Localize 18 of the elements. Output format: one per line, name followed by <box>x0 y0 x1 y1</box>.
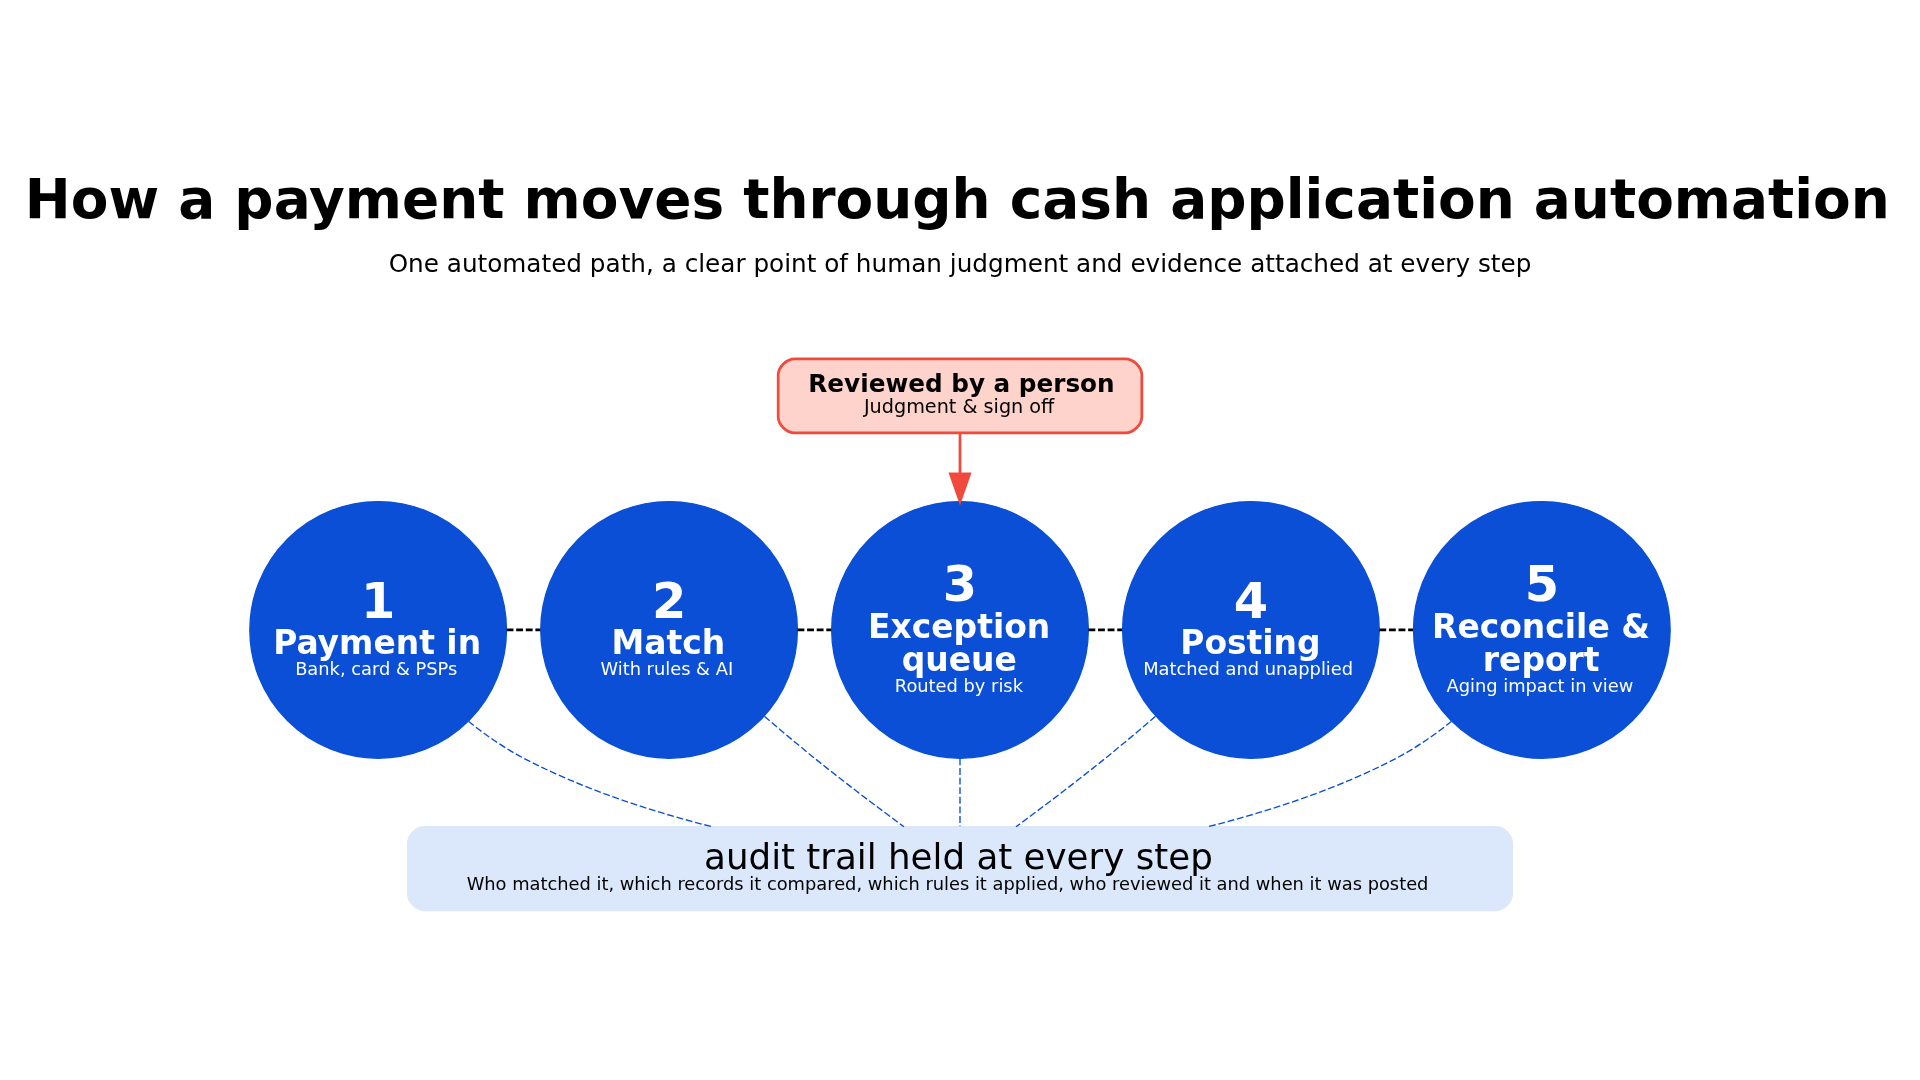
connector <box>1015 715 1157 828</box>
node-circle: 4 Posting Matched and unapplied <box>1121 500 1380 759</box>
diagram-title: How a payment moves through cash application automation <box>24 166 1890 231</box>
connector <box>797 628 832 632</box>
label: One automated path, a clear point of human judgment and evidence attached at every step <box>388 248 1532 278</box>
node-circle: 5 Reconcile & report Aging impact in view <box>1412 500 1671 759</box>
arrow <box>948 433 972 506</box>
node-circle: 2 Match With rules & AI <box>540 500 799 759</box>
connector <box>763 715 905 828</box>
connector <box>506 628 541 632</box>
node-circle: 3 Exception queue Routed by risk <box>831 500 1089 759</box>
connector <box>1088 628 1123 632</box>
connector <box>1379 628 1413 632</box>
node-circle: 1 Payment in Bank, card & PSPs <box>249 500 508 759</box>
connector <box>1207 720 1453 828</box>
node-box: Reviewed by a person Judgment & sign off <box>776 357 1144 435</box>
connector <box>467 720 713 828</box>
node-box: audit trail held at every step Who matched it, which records it compared, which rules it applied, who reviewed it and when it was posted <box>406 826 1514 912</box>
